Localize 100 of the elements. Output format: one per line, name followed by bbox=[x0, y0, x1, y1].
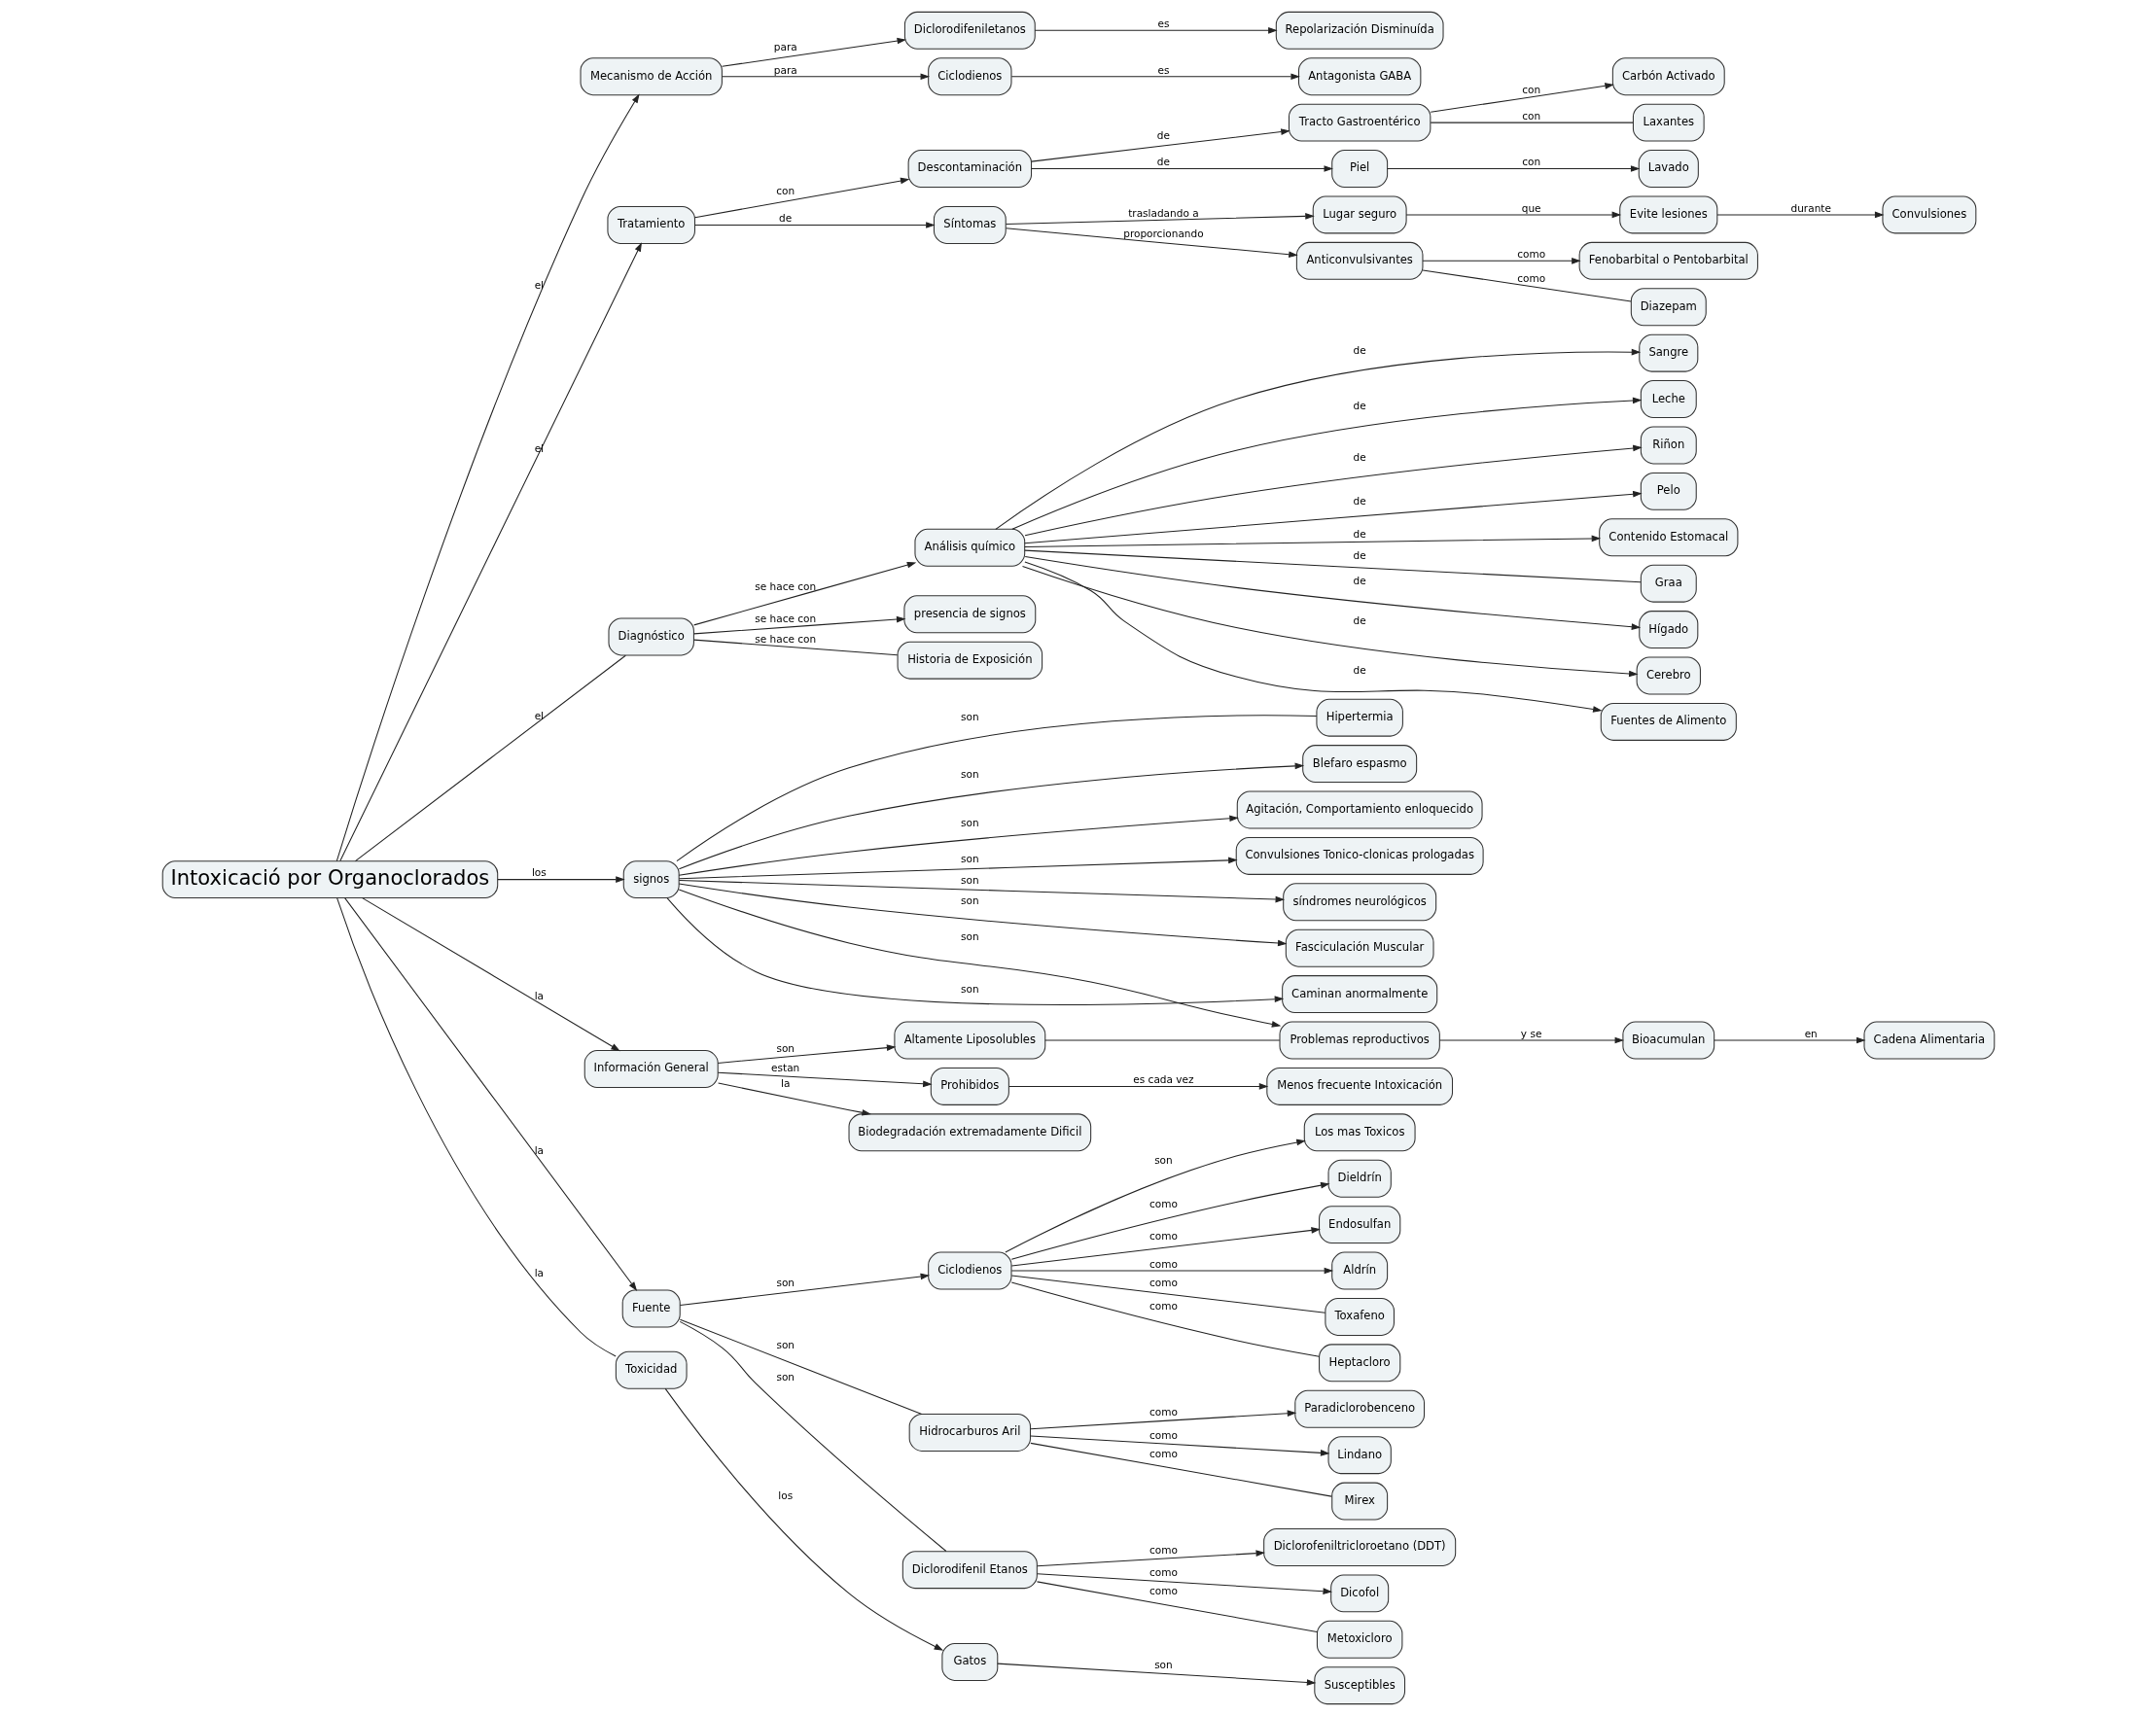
arrow bbox=[678, 880, 1285, 903]
edge-label: como bbox=[1149, 1230, 1178, 1243]
arrow bbox=[1007, 1083, 1268, 1090]
node-box: Diclorofeniltricloroetano (DDT) bbox=[1262, 1528, 1456, 1566]
arrow bbox=[1029, 1435, 1329, 1456]
edge-label: de bbox=[1353, 548, 1366, 561]
edge-label: son bbox=[960, 711, 979, 723]
node-box: Endosulfan bbox=[1318, 1206, 1400, 1244]
node-box: Fuente bbox=[621, 1289, 681, 1328]
node-box: Los mas Toxicos bbox=[1303, 1113, 1416, 1152]
arrow bbox=[1023, 535, 1601, 547]
node-box: Altamente Liposolubles bbox=[893, 1021, 1045, 1060]
arrow bbox=[1010, 1227, 1321, 1267]
arrow bbox=[1024, 444, 1643, 537]
edge-label: como bbox=[1149, 1300, 1178, 1313]
arrow bbox=[1430, 83, 1614, 113]
node-box: Hidrocarburos Aril bbox=[908, 1414, 1031, 1452]
edge-label: que bbox=[1521, 201, 1541, 214]
node-box: Heptacloro bbox=[1318, 1344, 1400, 1383]
connector bbox=[1023, 549, 1642, 583]
edge-label: son bbox=[960, 929, 979, 942]
arrow bbox=[1036, 1573, 1332, 1594]
edge-label: es bbox=[1156, 63, 1169, 76]
arrow bbox=[1021, 565, 1639, 678]
arrow bbox=[717, 1071, 933, 1088]
arrow bbox=[1010, 73, 1300, 81]
edge-label: se hace con bbox=[754, 613, 816, 625]
edge-label: como bbox=[1516, 272, 1545, 285]
arrow bbox=[1715, 211, 1884, 219]
arrow bbox=[692, 615, 905, 635]
edge-label: como bbox=[1149, 1276, 1178, 1288]
connector bbox=[1422, 269, 1632, 302]
arrow bbox=[678, 857, 1238, 880]
arrow bbox=[496, 876, 625, 883]
edge-label: el bbox=[534, 442, 544, 455]
edge-label: son bbox=[1153, 1658, 1173, 1670]
node-box: Convulsiones bbox=[1881, 195, 1976, 234]
edge-label: como bbox=[1149, 1197, 1178, 1209]
edge-label: son bbox=[960, 982, 979, 995]
node-box: Leche bbox=[1640, 380, 1697, 419]
arrow bbox=[1024, 556, 1641, 630]
arrow bbox=[721, 37, 906, 67]
arrow bbox=[1438, 1036, 1624, 1044]
node-box: Susceptibles bbox=[1313, 1666, 1405, 1705]
node-box: Riñon bbox=[1640, 426, 1697, 465]
node-box: Repolarización Disminuída bbox=[1275, 11, 1444, 50]
edge-label: con bbox=[1521, 156, 1540, 168]
arrow bbox=[1010, 397, 1642, 530]
connector bbox=[1010, 1281, 1320, 1357]
arrow bbox=[1030, 165, 1333, 172]
node-box: Diclorodifenil Etanos bbox=[901, 1551, 1038, 1590]
node-box: Lavado bbox=[1638, 150, 1699, 188]
edge-label: de bbox=[1353, 663, 1366, 676]
edge-label: de bbox=[778, 212, 792, 225]
edge-label: como bbox=[1149, 1584, 1178, 1596]
edge-label: la bbox=[534, 1143, 544, 1156]
edge-label: proporcionando bbox=[1122, 228, 1204, 240]
node-box: Diagnóstico bbox=[607, 617, 694, 656]
arrow bbox=[1005, 228, 1298, 258]
arrow bbox=[664, 1387, 943, 1651]
arrow bbox=[343, 897, 637, 1291]
arrow bbox=[1029, 1410, 1296, 1430]
node-box: Descontaminación bbox=[907, 150, 1032, 188]
node-box: Dicofol bbox=[1329, 1574, 1389, 1613]
node-box: Historia de Exposición bbox=[897, 641, 1043, 680]
connector bbox=[1430, 122, 1634, 123]
node-box: Toxicidad bbox=[615, 1350, 688, 1389]
edge-label: es cada vez bbox=[1132, 1073, 1194, 1086]
edge-label: la bbox=[534, 1267, 544, 1279]
edge-label: la bbox=[780, 1077, 790, 1090]
edge-label: como bbox=[1149, 1543, 1178, 1556]
node-box: Convulsiones Tonico-clonicas prologadas bbox=[1235, 836, 1484, 875]
node-box: Análisis químico bbox=[913, 528, 1025, 567]
arrow bbox=[1036, 1550, 1265, 1567]
node-box: síndromes neurológicos bbox=[1282, 883, 1436, 922]
connector bbox=[1029, 1442, 1332, 1497]
node-box: Piel bbox=[1330, 150, 1388, 188]
node-box: Anticonvulsivantes bbox=[1295, 241, 1423, 280]
edge-label: el bbox=[534, 278, 544, 291]
node-box: Intoxicació por Organoclorados bbox=[161, 860, 498, 899]
arrow bbox=[1023, 490, 1643, 544]
node-box: Prohibidos bbox=[930, 1067, 1009, 1105]
edge-label: de bbox=[1353, 575, 1366, 587]
arrow bbox=[1010, 1267, 1333, 1275]
edge-label: son bbox=[960, 873, 979, 886]
arrow bbox=[717, 1044, 896, 1064]
arrow bbox=[721, 73, 930, 81]
edge-label: trasladando a bbox=[1127, 207, 1199, 220]
node-box: Dieldrín bbox=[1327, 1159, 1392, 1198]
edge-label: son bbox=[960, 893, 979, 906]
node-box: Información General bbox=[583, 1050, 719, 1088]
connector bbox=[679, 1320, 946, 1552]
arrow bbox=[994, 348, 1641, 530]
edge-label: son bbox=[775, 1370, 795, 1383]
node-box: Metoxicloro bbox=[1316, 1620, 1402, 1659]
arrow bbox=[678, 762, 1304, 870]
edge-label: el bbox=[534, 710, 544, 722]
connector bbox=[336, 897, 617, 1357]
arrow bbox=[1023, 561, 1603, 713]
arrow bbox=[1713, 1036, 1866, 1044]
